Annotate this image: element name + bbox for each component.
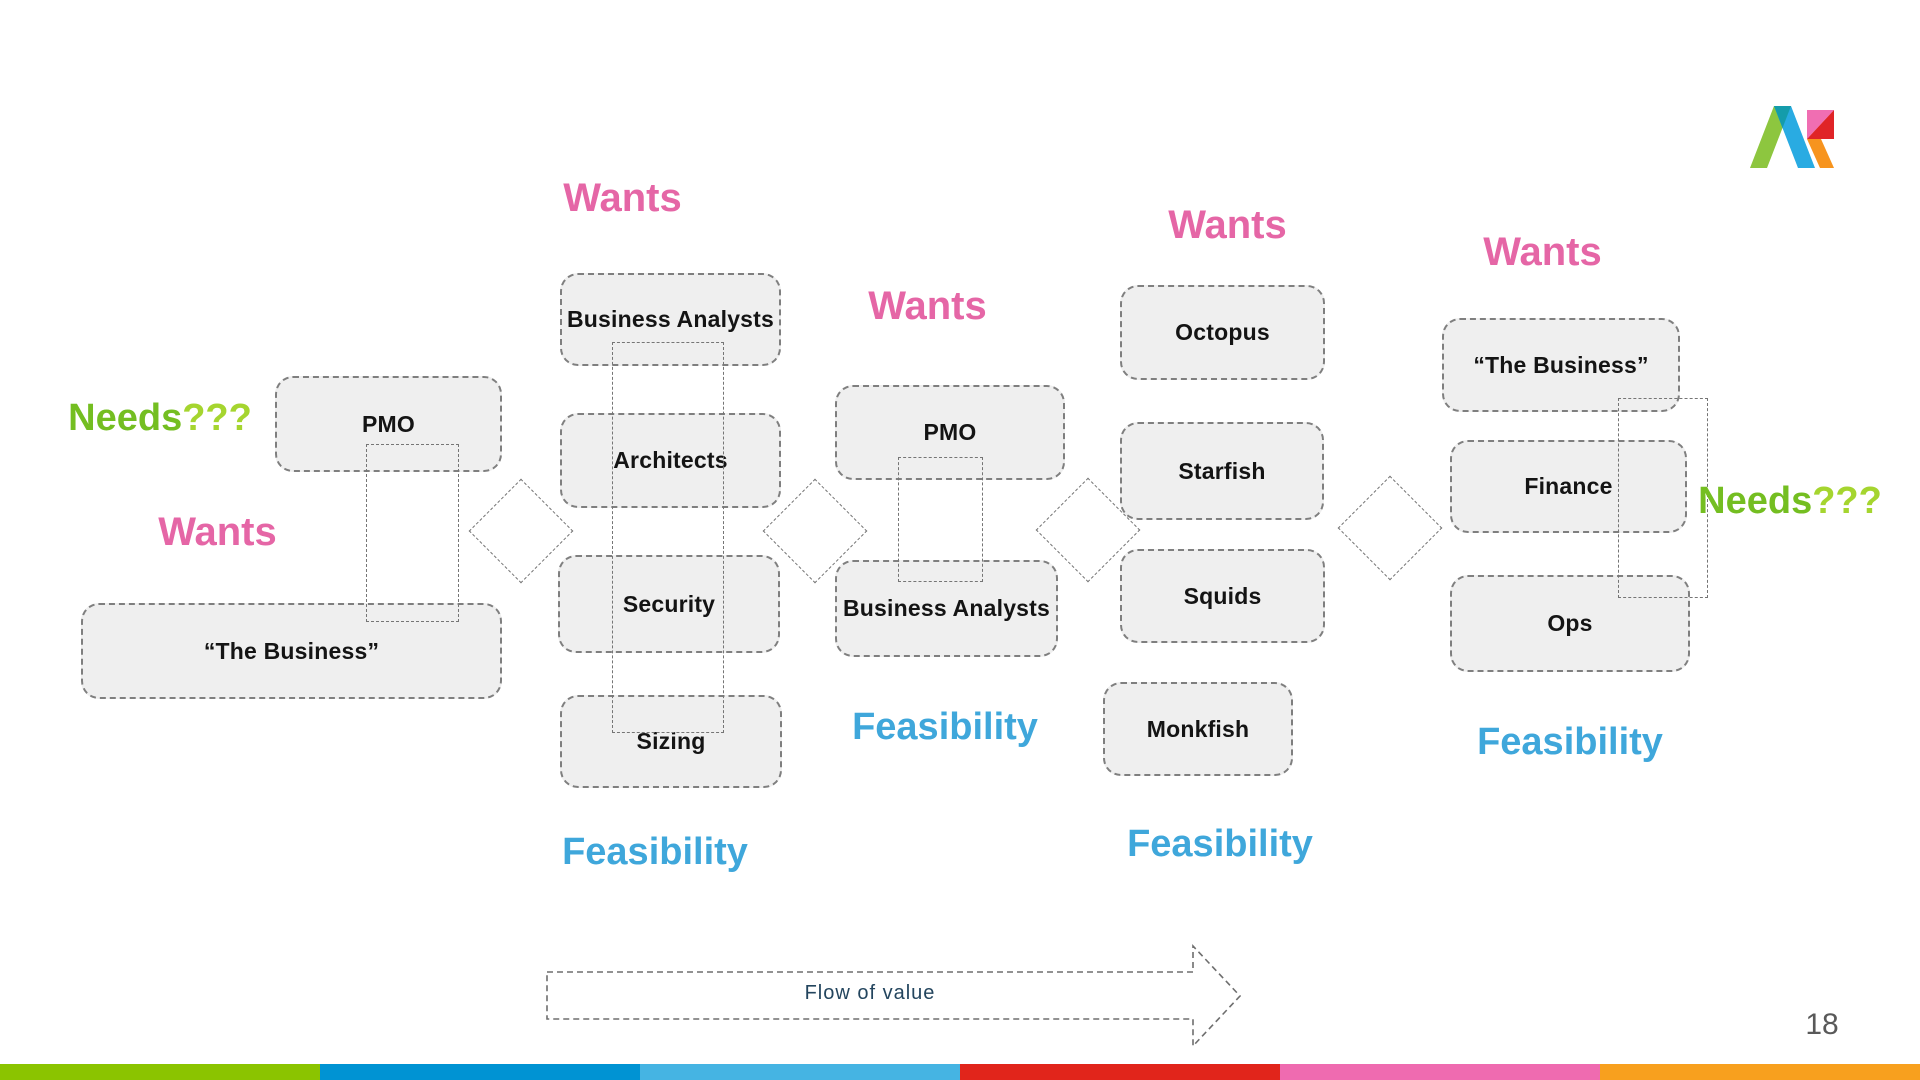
box-architects: Architects: [560, 413, 781, 508]
needs-question-marks: ???: [182, 397, 252, 439]
connector-pmo-to-analysts-middle: [898, 457, 983, 582]
ak-ribbon-logo: [1750, 106, 1834, 168]
needs-label-right: Needs???: [1690, 480, 1890, 523]
box-finance: Finance: [1450, 440, 1687, 533]
box-label: Starfish: [1178, 457, 1266, 484]
box-label: Architects: [613, 447, 728, 473]
flow-of-value-label: Flow of value: [804, 982, 936, 1004]
box-octopus: Octopus: [1120, 285, 1325, 380]
box-label: Business Analysts: [566, 306, 775, 332]
wants-label-2: Wants: [158, 510, 277, 554]
wants-label-4: Wants: [1168, 203, 1287, 247]
bar-segment-green: [0, 1064, 320, 1080]
box-label: Octopus: [1175, 319, 1270, 345]
box-label: Security: [622, 590, 716, 617]
feasibility-label-2: Feasibility: [852, 706, 1038, 748]
box-label: Finance: [1524, 473, 1613, 499]
box-sizing: Sizing: [560, 695, 782, 788]
flow-of-value-arrow: [546, 943, 1242, 1049]
diamond-4: [1337, 475, 1443, 581]
box-the-business-left: “The Business”: [81, 603, 502, 699]
feasibility-label-4: Feasibility: [1477, 721, 1663, 763]
connector-business-to-ops-right: [1618, 398, 1708, 598]
box-the-business-right: “The Business”: [1442, 318, 1680, 412]
connector-analysts-to-sizing: [612, 342, 724, 733]
wants-label-3: Wants: [868, 284, 987, 328]
box-label: Monkfish: [1146, 715, 1250, 742]
box-label: Ops: [1547, 610, 1593, 636]
needs-question-marks: ???: [1812, 480, 1882, 522]
needs-word: Needs: [1698, 480, 1813, 522]
bar-segment-red: [960, 1064, 1280, 1080]
bar-segment-light-blue: [640, 1064, 960, 1080]
box-business-analysts-1: Business Analysts: [560, 273, 781, 366]
needs-label-left: Needs???: [60, 397, 260, 440]
box-ops: Ops: [1450, 575, 1690, 672]
page-number: 18: [1805, 1008, 1839, 1041]
wants-label-1: Wants: [563, 176, 682, 220]
feasibility-label-3: Feasibility: [1127, 823, 1313, 865]
box-security: Security: [558, 555, 780, 653]
connector-pmo-to-business-left: [366, 444, 459, 622]
box-monkfish: Monkfish: [1103, 682, 1293, 776]
feasibility-label-1: Feasibility: [562, 831, 748, 873]
needs-word: Needs: [68, 397, 183, 439]
bar-segment-blue: [320, 1064, 640, 1080]
box-label: “The Business”: [203, 637, 380, 664]
box-business-analysts-2: Business Analysts: [835, 560, 1058, 657]
box-label: “The Business”: [1473, 351, 1649, 378]
box-label: PMO: [362, 410, 415, 437]
bar-segment-pink: [1280, 1064, 1600, 1080]
bottom-color-bar: [0, 1064, 1920, 1080]
wants-label-5: Wants: [1483, 230, 1602, 274]
box-squids: Squids: [1120, 549, 1325, 643]
box-label: Squids: [1183, 582, 1262, 609]
box-starfish: Starfish: [1120, 422, 1324, 520]
box-pmo-left: PMO: [275, 376, 502, 472]
box-label: PMO: [923, 419, 977, 445]
box-pmo-middle: PMO: [835, 385, 1065, 480]
box-label: Business Analysts: [842, 595, 1051, 621]
bar-segment-orange: [1600, 1064, 1920, 1080]
